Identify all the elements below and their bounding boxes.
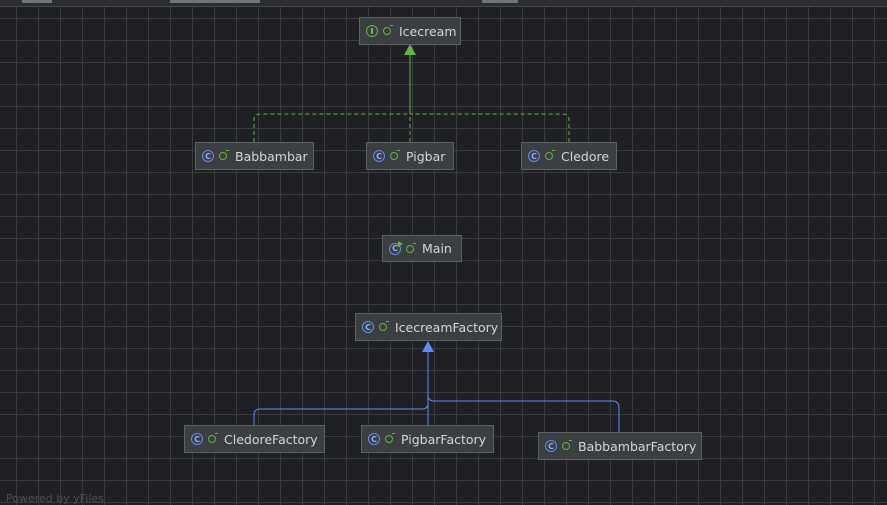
public-visibility-icon xyxy=(562,440,572,450)
class-icon: C xyxy=(545,440,557,452)
interface-icon: I xyxy=(366,25,378,37)
extends-arrowhead xyxy=(422,341,434,352)
class-icon: C xyxy=(191,433,203,445)
node-label: Pigbar xyxy=(406,148,446,164)
public-visibility-icon xyxy=(208,433,218,443)
node-babbambar-factory[interactable]: C BabbambarFactory xyxy=(538,432,702,460)
node-pigbar-factory[interactable]: C PigbarFactory xyxy=(361,425,494,453)
class-icon: C xyxy=(528,150,540,162)
edge-cledore-implements-icecream xyxy=(410,113,570,142)
class-icon: C xyxy=(373,150,385,162)
top-toolbar-strip xyxy=(0,0,887,7)
public-visibility-icon xyxy=(379,321,389,331)
edge-babbambar-factory-extends-icecream-factory xyxy=(427,394,620,432)
node-cledore[interactable]: C Cledore xyxy=(521,142,617,170)
edge-cledore-factory-extends-icecream-factory xyxy=(253,352,429,425)
public-visibility-icon xyxy=(219,150,229,160)
toolbar-segment xyxy=(482,0,518,3)
public-visibility-icon xyxy=(406,242,416,253)
public-visibility-icon xyxy=(385,433,395,443)
node-main[interactable]: C Main xyxy=(382,235,462,262)
node-pigbar[interactable]: C Pigbar xyxy=(366,142,454,170)
class-icon: C xyxy=(202,150,214,162)
node-label: Cledore xyxy=(561,148,610,164)
node-cledore-factory[interactable]: C CledoreFactory xyxy=(184,425,325,453)
node-label: Icecream xyxy=(399,23,457,39)
node-label: Babbambar xyxy=(235,148,308,164)
yfiles-watermark: Powered by yFiles xyxy=(6,492,104,505)
class-icon: C xyxy=(362,321,374,333)
node-label: PigbarFactory xyxy=(401,431,487,447)
node-label: Main xyxy=(422,241,452,256)
public-visibility-icon xyxy=(545,150,555,160)
public-visibility-icon xyxy=(383,25,393,35)
node-icecream-factory[interactable]: C IcecreamFactory xyxy=(355,313,502,341)
toolbar-segment xyxy=(22,0,52,3)
node-label: BabbambarFactory xyxy=(578,438,697,454)
node-icecream[interactable]: I Icecream xyxy=(359,17,461,45)
main-class-icon: C xyxy=(389,240,403,255)
public-visibility-icon xyxy=(390,150,400,160)
toolbar-segment xyxy=(170,0,260,3)
node-label: CledoreFactory xyxy=(224,431,318,447)
class-icon: C xyxy=(368,433,380,445)
implements-arrowhead xyxy=(404,44,416,55)
edge-babbambar-implements-icecream xyxy=(253,113,410,142)
node-label: IcecreamFactory xyxy=(395,319,499,335)
node-babbambar[interactable]: C Babbambar xyxy=(195,142,314,170)
